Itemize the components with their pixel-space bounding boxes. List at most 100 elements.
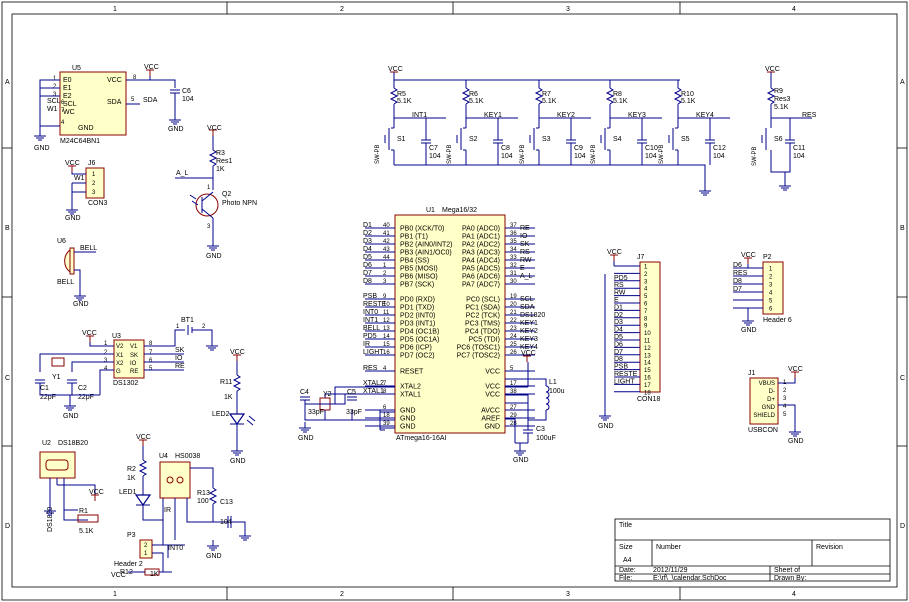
u1-left-num-18: 8: [383, 389, 387, 395]
key-s3-designator: S3: [542, 136, 551, 143]
u5-pin-scl: SCL: [63, 101, 77, 108]
u3-net-io: IO: [175, 355, 183, 362]
p2-pin-3: 3: [769, 283, 773, 289]
u1-right-num-20: 29: [510, 413, 517, 419]
key-s5-res-value: 5.1K: [681, 98, 696, 105]
key-s6-switch-label: SW-PB: [752, 146, 758, 166]
u3-num-1: 1: [104, 341, 108, 347]
j1-pin-5: SHIELD: [753, 413, 775, 419]
c3-designator: C3: [536, 426, 545, 433]
u1-right-net-4: RW: [520, 257, 532, 264]
u5-pin-e2: E2: [63, 93, 72, 100]
j7-designator: J7: [637, 254, 645, 261]
j1-num-5: 5: [783, 412, 787, 418]
u1-left-pin-7: PB7 (SCK): [400, 282, 434, 289]
key-s4-cap-value: 104: [645, 153, 657, 160]
u3-pin-x2: X2: [116, 361, 124, 367]
u1-left-num-21: 39: [383, 421, 390, 427]
u1-left-pin-8: PD0 (RXD): [400, 297, 435, 304]
u1-right-net-9: SDA: [520, 304, 535, 311]
u1-right-num-9: 20: [510, 302, 517, 308]
j7-pin-9: 9: [644, 324, 648, 330]
p2-net-2: RES: [733, 270, 748, 277]
u1-left-num-8: 9: [383, 294, 387, 300]
key-s6-cap-value: 104: [793, 153, 805, 160]
u3-pin-io: IO: [130, 361, 137, 367]
u1-right-num-14: 25: [510, 342, 517, 348]
u5-num-7: 7: [61, 108, 65, 114]
keys-vcc-label: VCC: [388, 66, 403, 73]
u1-right-pin-4: PA4 (ADC4): [462, 258, 500, 265]
c5-designator: C5: [347, 389, 356, 396]
u1-right-net-5: E: [520, 265, 525, 272]
j7-pin-6: 6: [644, 302, 648, 308]
u5-num-4: 4: [61, 120, 65, 126]
zone-col-4: 4: [792, 6, 796, 13]
u5-part: M24C64BN1: [60, 138, 100, 145]
u1-right-num-17: 17: [510, 381, 517, 387]
j7-net-3: PD5: [614, 275, 628, 282]
r11-designator: R11: [220, 379, 232, 386]
j6-net-w1: W1: [74, 175, 85, 182]
u1-left-num-16: 4: [383, 366, 387, 372]
key-s1-net: INT1: [412, 112, 427, 119]
u1-left-pin-4: PB4 (SS): [400, 258, 429, 265]
u5-net-sda: SDA: [143, 97, 158, 104]
u1-left-num-17: 7: [383, 381, 387, 387]
u1-right-net-6: A_L: [520, 273, 533, 280]
c6-value: 104: [182, 96, 194, 103]
zone-col-3-bottom: 3: [566, 591, 570, 598]
u1-left-net-2: D3: [363, 238, 372, 245]
zone-col-2: 2: [340, 6, 344, 13]
j1-pin-1: VBUS: [759, 381, 775, 387]
title-block: Title Size A4 Number Revision Date: 2012…: [614, 518, 891, 582]
led2-gnd-label: GND: [230, 458, 246, 465]
u1-right-pin-13: PC5 (TDI): [469, 337, 501, 344]
c4-value: 33pF: [308, 409, 324, 416]
y1-designator: Y1: [52, 374, 61, 381]
u1-left-pin-1: PB1 (T1): [400, 234, 428, 241]
u1-left-pin-6: PB6 (MISO): [400, 274, 438, 281]
u1-left-pin-12: PD4 (OC1B): [400, 329, 439, 336]
p2-vcc-label: VCC: [741, 252, 756, 259]
j7-pin-17: 17: [644, 383, 651, 389]
zone-row-a-right: A: [900, 79, 905, 86]
j6-pin-3: 3: [92, 190, 96, 196]
j7-pin-16: 16: [644, 376, 651, 382]
c13-designator: C13: [220, 499, 233, 506]
j6-vcc-label: VCC: [65, 160, 80, 167]
r12-value: 1K: [150, 571, 159, 578]
u1-right-pin-12: PC4 (TDO): [465, 329, 500, 336]
key-s5-cap-value: 104: [713, 153, 725, 160]
q2-pin-1: 1: [207, 185, 211, 191]
u1-right-pin-6: PA6 (ADC6): [462, 274, 500, 281]
j6-part: CON3: [88, 200, 108, 207]
u5-num-3: 3: [53, 92, 57, 98]
key-s4-switch-label: SW-PB: [591, 144, 597, 164]
tb-file-value: E:\rf\_\calendar.SchDoc: [653, 575, 727, 582]
p3-designator: P3: [127, 532, 136, 539]
key-s4-res-value: 5.1K: [613, 98, 628, 105]
j7-pin-7: 7: [644, 309, 648, 315]
u1-left-num-4: 44: [383, 255, 390, 261]
p3-pin-2: 2: [144, 543, 148, 549]
u1-right-num-12: 23: [510, 326, 517, 332]
u1-left-net-9: RESTE: [363, 301, 387, 308]
key-s2-res-designator: R6: [469, 91, 478, 98]
u1-left-num-13: 14: [383, 334, 390, 340]
j7-pin-1: 1: [644, 265, 648, 271]
u3-pin-sk: SK: [130, 353, 138, 359]
zone-col-1: 1: [113, 6, 117, 13]
tb-size: Size: [619, 544, 633, 551]
u5-num-2: 2: [53, 84, 57, 90]
j1-pin-3: D+: [767, 397, 775, 403]
j7-pin-11: 11: [644, 339, 651, 345]
c6-gnd-label: GND: [168, 126, 184, 133]
u1-left-net-0: D1: [363, 222, 372, 229]
u2-designator: U2: [42, 440, 51, 447]
u1-right-pin-17: VCC: [485, 384, 500, 391]
zone-row-c: C: [5, 375, 10, 382]
u1-left-pin-20: GND: [400, 416, 416, 423]
u5-designator: U5: [72, 65, 81, 72]
